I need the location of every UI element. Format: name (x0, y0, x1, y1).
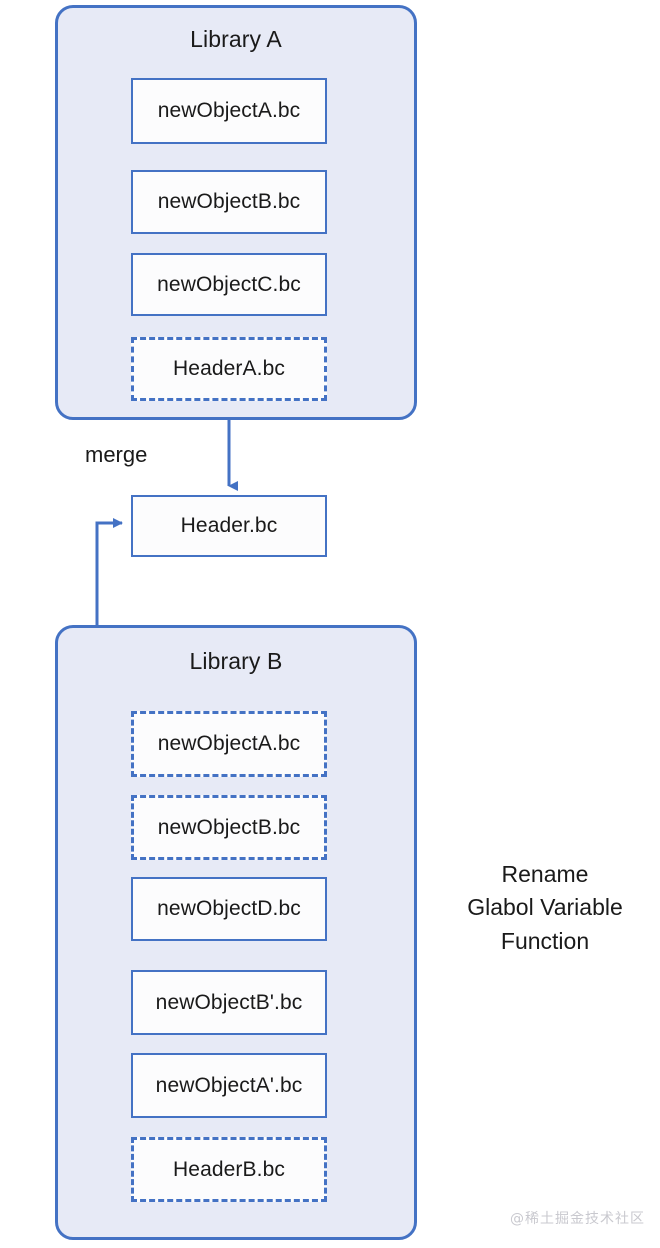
side-note-line-2: Glabol Variable (467, 894, 623, 921)
node-library-a-newobjecta[interactable]: newObjectA.bc (131, 78, 327, 144)
node-library-a-headera[interactable]: HeaderA.bc (131, 337, 327, 401)
node-label: newObjectB.bc (157, 190, 301, 213)
node-library-a-newobjectc[interactable]: newObjectC.bc (131, 253, 327, 316)
node-label: HeaderA.bc (173, 357, 285, 380)
side-note-line-3: Function (500, 927, 590, 954)
node-label: HeaderB.bc (173, 1157, 285, 1181)
node-library-b-newobjectb[interactable]: newObjectB.bc (131, 795, 327, 860)
merge-label: merge (85, 442, 148, 467)
node-label: newObjectD.bc (157, 897, 301, 920)
node-header[interactable]: Header.bc (131, 495, 327, 557)
node-label: Header.bc (180, 514, 278, 537)
node-library-a-newobjectb[interactable]: newObjectB.bc (131, 170, 327, 234)
node-label: newObjectA'.bc (155, 1073, 303, 1097)
node-library-b-headerb[interactable]: HeaderB.bc (131, 1137, 327, 1202)
watermark-text: @稀土掘金技术社区 (510, 1211, 645, 1227)
side-note-line-1: Rename (501, 861, 589, 887)
node-library-b-newobjectbprime[interactable]: newObjectB'.bc (131, 970, 327, 1035)
node-library-b-newobjectd[interactable]: newObjectD.bc (131, 877, 327, 941)
library-b-title: Library B (189, 648, 283, 674)
node-label: newObjectB'.bc (155, 990, 303, 1014)
node-label: newObjectC.bc (157, 272, 301, 296)
node-label: newObjectA.bc (157, 732, 301, 755)
library-a-title: Library A (190, 26, 282, 52)
node-label: newObjectB.bc (157, 815, 301, 839)
node-label: newObjectA.bc (157, 99, 301, 122)
node-library-b-newobjecta[interactable]: newObjectA.bc (131, 711, 327, 777)
node-library-b-newobjectaprime[interactable]: newObjectA'.bc (131, 1053, 327, 1118)
side-note-rename: Rename Glabol Variable Function (440, 858, 650, 958)
